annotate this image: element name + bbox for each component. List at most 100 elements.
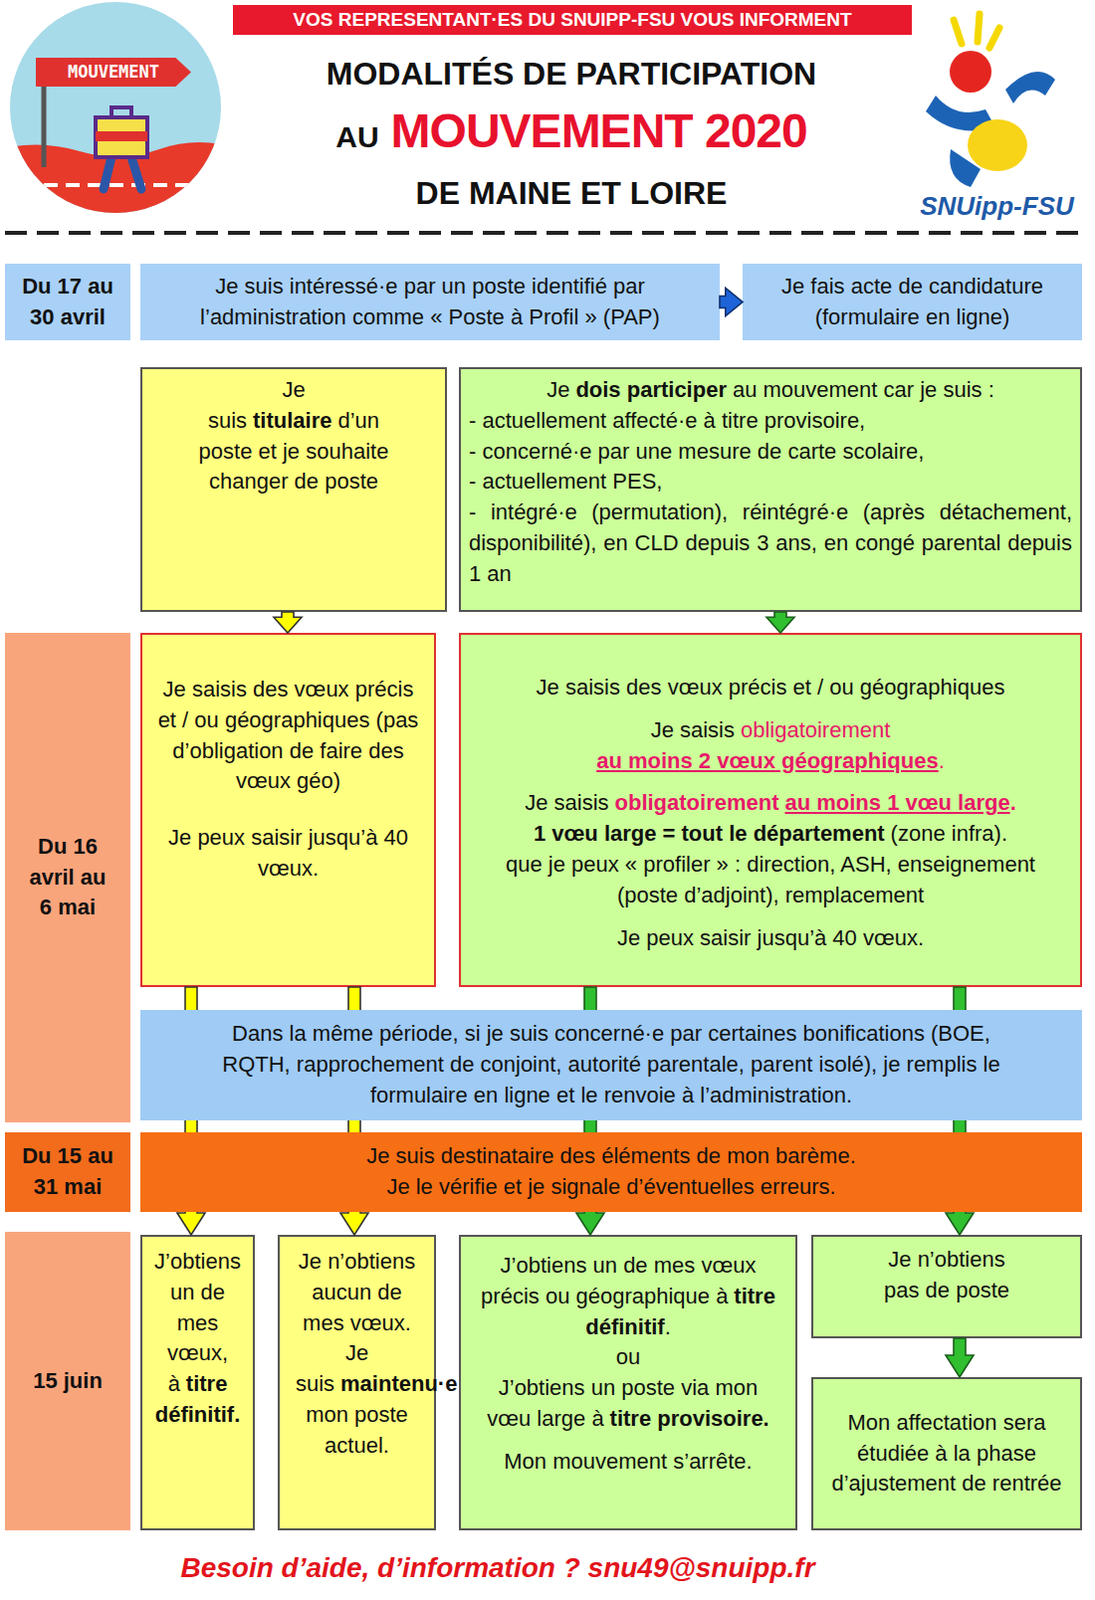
text-paragraph: Mon mouvement s’arrête. <box>474 1447 782 1479</box>
text-paragraph: Je n’obtiens pas de poste <box>873 1245 1021 1308</box>
text-paragraph: Du 15 au 31 mai <box>18 1141 117 1204</box>
result-box: J’obtiens un de mes vœux précis ou géogr… <box>458 1235 798 1532</box>
arrow-shape <box>273 612 302 634</box>
node-text: que je peux « profiler » : direction, AS… <box>505 852 1036 908</box>
node-text: titulaire <box>252 408 332 434</box>
block-arrow <box>273 612 302 634</box>
step-box: Je saisis des vœux précis et / ou géogra… <box>140 633 437 988</box>
text-paragraph: - actuellement affecté·e à titre proviso… <box>468 406 1073 438</box>
node-text: Je <box>546 377 570 403</box>
process-box: Je suis intéressé·e par un poste identif… <box>140 263 720 341</box>
text-paragraph: J’obtiens un de mes vœux, àtitre définit… <box>148 1247 247 1432</box>
node-text: VOS REPRESENTANT·ES DU SNUIPP-FSU VOUS I… <box>292 8 852 30</box>
node-text: - concerné·e par une mesure de carte sco… <box>468 438 924 464</box>
arrow-shape <box>766 612 795 634</box>
node-text: au mouvement car je suis : <box>732 377 995 403</box>
date-band: Du 15 au 31 mai <box>4 1132 131 1213</box>
logo-sign: MOUVEMENT <box>35 57 192 87</box>
date-band: 15 juin <box>4 1232 131 1532</box>
text-paragraph: Mon affectation sera étudiée à la phase … <box>829 1408 1065 1501</box>
text-paragraph: Je saisis des vœux précis et / ou géogra… <box>154 674 423 798</box>
node-text: Du 15 au 31 mai <box>21 1143 114 1200</box>
info-band: Je suis destinataire des éléments de mon… <box>140 1132 1083 1213</box>
logo-body <box>967 119 1028 172</box>
text-paragraph: - concerné·e par une mesure de carte sco… <box>468 437 1073 468</box>
node-text: Dans la même période, si je suis concern… <box>221 1021 1000 1108</box>
node-text: Je saisis <box>524 790 609 816</box>
block-arrow <box>945 1338 974 1378</box>
node-text: - actuellement PES, <box>468 468 662 494</box>
node-text: Je saisis des vœux précis et / ou géogra… <box>158 676 420 794</box>
node-text: Je le vérifie et je signale d’éventuelle… <box>386 1174 836 1200</box>
text-paragraph: - actuellement PES, <box>468 466 1073 498</box>
node-text: Mon affectation sera étudiée à la phase … <box>831 1410 1062 1498</box>
text-paragraph: - intégré·e (permutation), réintégré·e (… <box>468 497 1073 590</box>
node-text: - actuellement affecté·e à titre proviso… <box>468 408 866 434</box>
text-paragraph: VOS REPRESENTANT·ES DU SNUIPP-FSU VOUS I… <box>240 6 904 34</box>
logo-stripe <box>95 131 148 142</box>
node-text: Je saisis <box>651 717 735 743</box>
separator-line <box>4 230 1083 235</box>
title-part: AU <box>335 120 379 154</box>
case-box: Jedois participerau mouvement car je sui… <box>458 367 1083 613</box>
title-line: AU MOUVEMENT 2020 <box>298 103 845 159</box>
node-text: Mon mouvement s’arrête. <box>503 1449 752 1475</box>
node-text: obligatoirement <box>615 790 780 816</box>
date-band: Du 17 au 30 avril <box>4 263 131 341</box>
node-text: Je peux saisir jusqu’à 40 vœux. <box>168 825 409 881</box>
node-text: . <box>1010 790 1017 816</box>
text-paragraph: Je n’obtiens aucun de mes vœux. Je suism… <box>295 1247 419 1463</box>
text-paragraph: au moins 2 vœux géographiques. <box>474 746 1067 778</box>
header-banner: VOS REPRESENTANT·ES DU SNUIPP-FSU VOUS I… <box>232 4 912 35</box>
node-text: ou <box>616 1344 641 1370</box>
result-box: J’obtiens un de mes vœux, àtitre définit… <box>140 1235 255 1532</box>
title: MODALITÉS DE PARTICIPATION <box>318 55 825 93</box>
text-paragraph: ou <box>474 1342 782 1374</box>
result-box: Mon affectation sera étudiée à la phase … <box>811 1377 1083 1532</box>
text-paragraph: Je saisisobligatoirement <box>474 715 1067 747</box>
logo-road <box>0 183 239 188</box>
date-band: Du 16 avril au 6 mai <box>4 633 131 1123</box>
node-text: 15 juin <box>32 1368 103 1394</box>
node-text: Je saisis des vœux précis et / ou géogra… <box>536 674 1006 700</box>
node-text: J’obtiens un de mes vœux précis ou géogr… <box>480 1253 756 1310</box>
process-box: Je fais acte de candidature (formulaire … <box>742 263 1083 341</box>
text-paragraph: Je peux saisir jusqu’à 40 vœux. <box>154 823 423 885</box>
node-text: Du 17 au 30 avril <box>21 273 114 330</box>
logo-handle <box>111 107 132 118</box>
text-paragraph: Je saisisobligatoirementau moins 1 vœu l… <box>474 788 1067 820</box>
block-arrow <box>766 612 795 634</box>
node-text: obligatoirement <box>740 717 890 743</box>
text-paragraph: Je saisis des vœux précis et / ou géogra… <box>474 672 1067 704</box>
node-text: . <box>938 748 945 774</box>
text-paragraph: 15 juin <box>14 1366 121 1398</box>
block-arrow <box>719 288 743 317</box>
text-paragraph: que je peux « profiler » : direction, AS… <box>474 850 1067 912</box>
node-text: Je fais acte de candidature (formulaire … <box>781 273 1044 330</box>
arrow-shape <box>945 1338 974 1378</box>
node-text: - intégré·e (permutation), réintégré·e (… <box>468 499 1073 587</box>
logo-post <box>41 85 47 168</box>
text-paragraph: Je suis destinataire des éléments de mon… <box>160 1141 1063 1173</box>
title-highlight: MOUVEMENT 2020 <box>391 104 808 158</box>
footer-note: Besoin d’aide, d’information ? snu49@snu… <box>59 1552 936 1585</box>
text-paragraph: Jedois participerau mouvement car je sui… <box>468 375 1073 407</box>
result-box: Je n’obtiens pas de poste <box>811 1235 1083 1339</box>
text-paragraph: Je suistitulaired’un poste et je souhait… <box>198 375 390 498</box>
node-text: Du 16 avril au 6 mai <box>28 834 106 921</box>
node-text: au moins 1 vœu large <box>784 790 1010 816</box>
logo-text: SNUipp-FSU <box>909 191 1085 222</box>
logo-head <box>949 50 992 93</box>
node-text: Je suis intéressé·e par un poste identif… <box>200 273 660 330</box>
text-paragraph: Je peux saisir jusqu’à 40 vœux. <box>474 923 1067 955</box>
text-paragraph: Je fais acte de candidature (formulaire … <box>762 271 1063 334</box>
node-text: . <box>664 1314 671 1340</box>
result-box: Je n’obtiens aucun de mes vœux. Je suism… <box>277 1235 437 1532</box>
node-text: Je peux saisir jusqu’à 40 vœux. <box>617 925 924 951</box>
text-paragraph: 1 vœu large = tout le département(zone i… <box>474 819 1067 851</box>
text-paragraph: Je suis intéressé·e par un poste identif… <box>170 271 690 334</box>
logo-legs <box>103 157 142 190</box>
node-text: 1 vœu large = tout le département <box>533 821 885 847</box>
node-text: titre définitif. <box>155 1371 241 1428</box>
text-paragraph: J’obtiens un poste via mon vœu large àti… <box>474 1373 782 1436</box>
